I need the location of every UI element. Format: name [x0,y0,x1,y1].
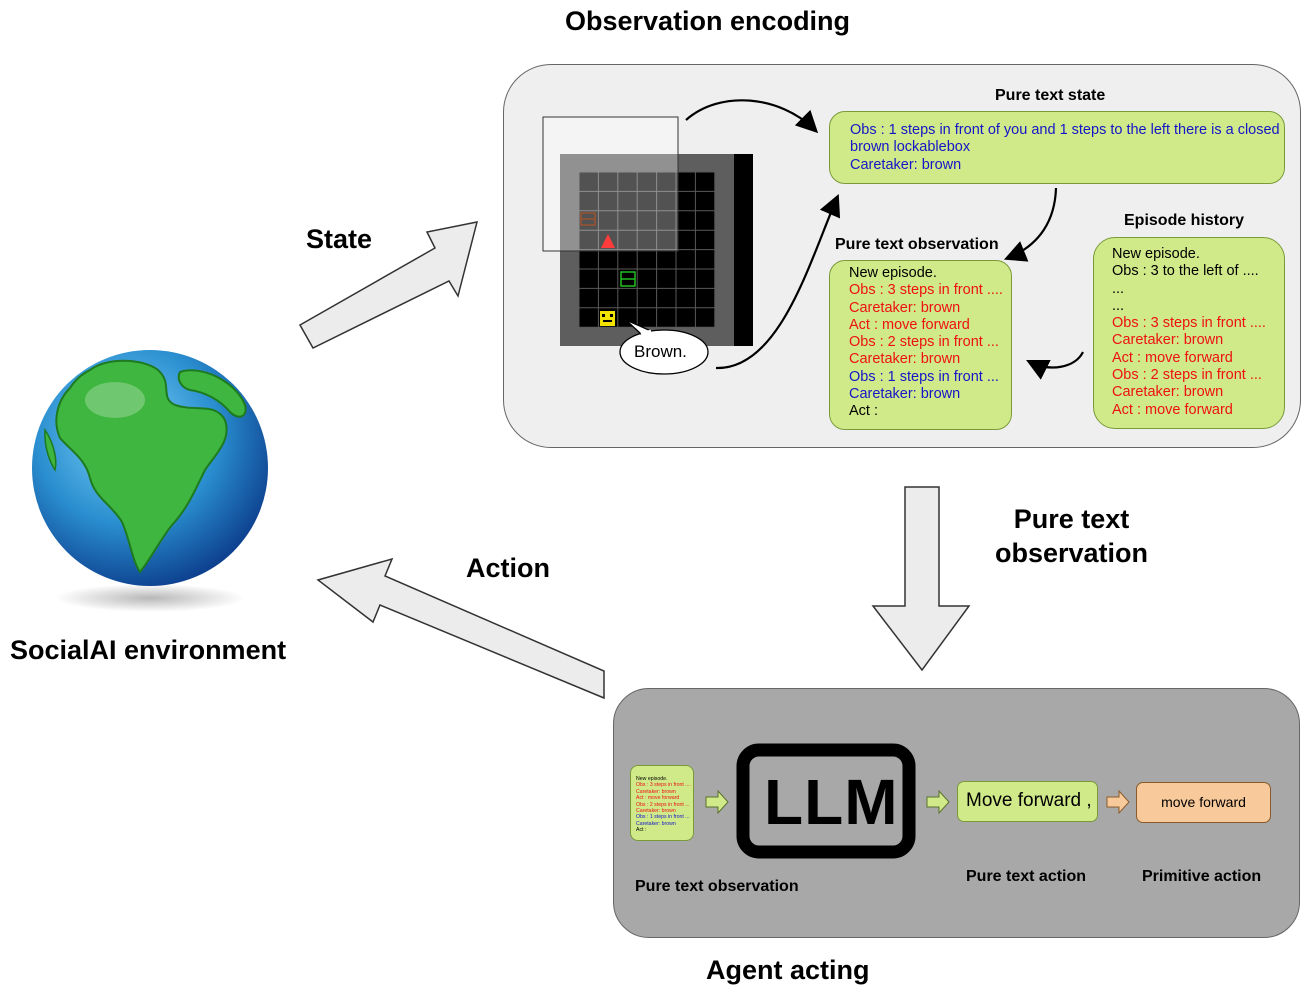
text-line: Caretaker: brown [849,386,961,403]
text-line: ... [1112,280,1125,297]
state-arrow [298,221,479,349]
gridworld-environment [542,116,753,346]
speech-bubble-text: Brown. [634,342,687,361]
earth-globe-icon [32,350,268,612]
speech-bubble [619,319,709,375]
state-label: State [306,224,373,254]
text-line: Obs : 3 to the left of .... [1112,263,1259,280]
primitive-action-label: Primitive action [1142,868,1262,885]
text-line: Caretaker: brown [636,820,676,827]
text-line: Act : [849,403,879,420]
text-line: Act : move forward [849,316,970,333]
text-line: Act : move forward [636,795,680,802]
text-line: Obs : 1 steps in front ... [849,368,999,385]
text-line: Caretaker: brown [850,156,962,173]
text-line: Act : [636,827,647,834]
pure-text-observation-arrow-label-line2: observation [995,538,1149,568]
pure-text-observation-box: New episode.Obs : 3 steps in front ....C… [829,260,1012,430]
text-line: ... [1112,297,1125,314]
pure-text-action-text: Move forward , [966,790,1092,811]
text-line: Act : move forward [1112,401,1233,418]
episode-history-title: Episode history [1124,212,1245,229]
text-line: Caretaker: brown [1112,384,1224,401]
text-line: Caretaker: brown [849,351,961,368]
text-line: Caretaker: brown [636,788,676,795]
small-green-arrow-1 [705,789,729,815]
pure-text-state-lines: Obs : 1 steps in front of you and 1 step… [850,122,1284,174]
pure-text-observation-lines: New episode.Obs : 3 steps in front ....C… [849,265,1011,421]
episode-history-lines: New episode.Obs : 3 to the left of .....… [1112,246,1284,419]
state-to-observation-arrow [1003,187,1058,262]
text-line: Act : move forward [1112,349,1233,366]
action-arrow [316,557,605,700]
text-line: Obs : 2 steps in front ... [849,334,999,351]
grid-to-state-arrow [685,99,819,134]
acting-pure-text-observation-label: Pure text observation [635,878,799,895]
text-line: Obs : 2 steps in front ... [636,801,690,808]
observation-encoding-heading: Observation encoding [565,6,851,36]
agent-acting-heading: Agent acting [706,955,870,985]
agent-face-icon [600,311,615,326]
text-line: Obs : 2 steps in front ... [1112,367,1262,384]
llm-frame [736,743,916,859]
episode-history-box: New episode.Obs : 3 to the left of .....… [1093,237,1285,429]
pure-text-state-box: Obs : 1 steps in front of you and 1 step… [829,111,1285,184]
text-line: New episode. [636,776,668,782]
pure-text-action-box: Move forward , [957,781,1098,822]
action-label: Action [466,553,550,583]
small-green-arrow-2 [926,789,950,815]
bubble-to-observation-arrow [715,193,841,370]
pure-text-observation-arrow-label-line1: Pure text [1013,504,1130,534]
text-line: Caretaker: brown [849,299,961,316]
mini-observation-box: New episode.Obs : 3 steps in front ....C… [630,765,694,841]
text-line: Caretaker: brown [636,808,676,815]
text-line: New episode. [849,265,937,281]
observation-down-arrow [871,486,971,672]
text-line: Obs : 3 steps in front .... [1112,315,1266,332]
mini-observation-lines: New episode.Obs : 3 steps in front ....C… [636,776,693,834]
pure-text-action-label: Pure text action [966,868,1087,885]
text-line: Obs : 3 steps in front .... [849,282,1003,299]
text-line: brown lockablebox [850,139,971,156]
red-triangle-icon [601,234,615,248]
pure-text-observation-title: Pure text observation [835,236,999,253]
text-line: Obs : 1 steps in front of you and 1 step… [850,122,1280,138]
primitive-action-box: move forward [1136,782,1271,823]
llm-label: LLM [764,766,899,838]
pure-text-state-title: Pure text state [995,87,1106,104]
text-line: New episode. [1112,246,1200,262]
text-line: Obs : 3 steps in front .... [636,782,692,789]
small-orange-arrow [1106,789,1130,815]
history-to-observation-arrow [1026,351,1084,380]
socialai-environment-label: SocialAI environment [10,635,287,665]
text-line: Caretaker: brown [1112,332,1224,349]
primitive-action-text: move forward [1161,794,1246,810]
text-line: Obs : 1 steps in front ... [636,814,690,821]
pure-text-observation-arrow-label: Pure text observation [995,502,1148,570]
